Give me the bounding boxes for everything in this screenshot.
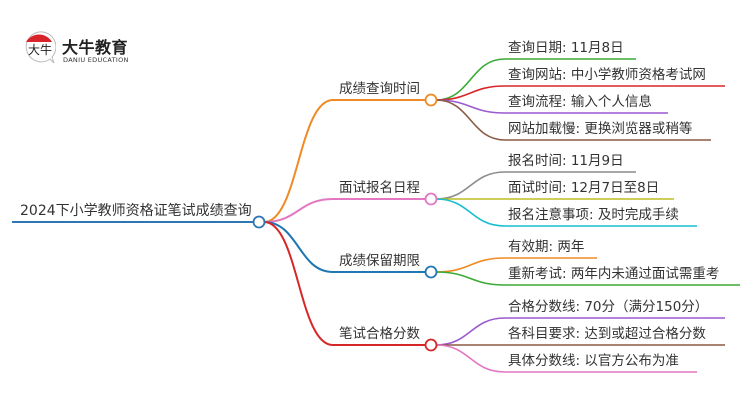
leaf-label: 具体分数线: 以官方公布为准 [508,353,679,369]
leaf-label: 面试时间: 12月7日至8日 [508,180,660,196]
branch-label: 成绩查询时间 [339,81,420,97]
leaf-connector [435,317,506,346]
leaf-label: 重新考试: 两年内未通过面试需重考 [508,266,720,282]
leaf-label: 报名注意事项: 及时完成手续 [508,207,679,223]
leaf-connector [435,257,506,273]
leaf-label: 有效期: 两年 [508,239,585,255]
branch-label: 面试报名日程 [339,180,420,196]
branch-node-circle [424,338,438,352]
leaf-label: 查询网站: 中小学教师资格考试网 [508,67,706,83]
leaf-label: 网站加载慢: 更换浏览器或稍等 [508,121,693,137]
leaf-label: 各科目要求: 达到或超过合格分数 [508,326,706,342]
branch-node-circle [424,93,438,107]
brand-logo: 大牛 大牛教育 DANIU EDUCATION [22,30,172,74]
logo-badge-icon: 大牛 [25,31,56,64]
leaf-label: 合格分数线: 70分（满分150分） [508,299,709,315]
root-node-circle [252,215,266,229]
leaf-connector [435,271,506,286]
branch-connector [263,198,334,223]
branch-connector [263,221,334,346]
leaf-connector [435,171,506,200]
leaf-label: 查询流程: 输入个人信息 [508,94,652,110]
branch-node-circle [424,265,438,279]
root-node-label: 2024下小学教师资格证笔试成绩查询 [20,203,252,219]
leaf-label: 查询日期: 11月8日 [508,40,624,56]
branch-label: 成绩保留期限 [339,253,420,269]
branch-connector [263,99,334,223]
logo-name-en: DANIU EDUCATION [63,56,129,64]
leaf-connector [435,344,506,373]
branch-node-circle [424,192,438,206]
logo-name-cn: 大牛教育 [62,38,129,57]
leaf-connector [435,198,506,227]
leaf-connector [435,58,506,101]
branch-label: 笔试合格分数 [339,326,420,342]
logo-badge-text: 大牛 [28,42,52,57]
leaf-label: 报名时间: 11月9日 [508,153,624,169]
branch-connector [263,221,334,273]
leaf-connector [435,99,506,141]
